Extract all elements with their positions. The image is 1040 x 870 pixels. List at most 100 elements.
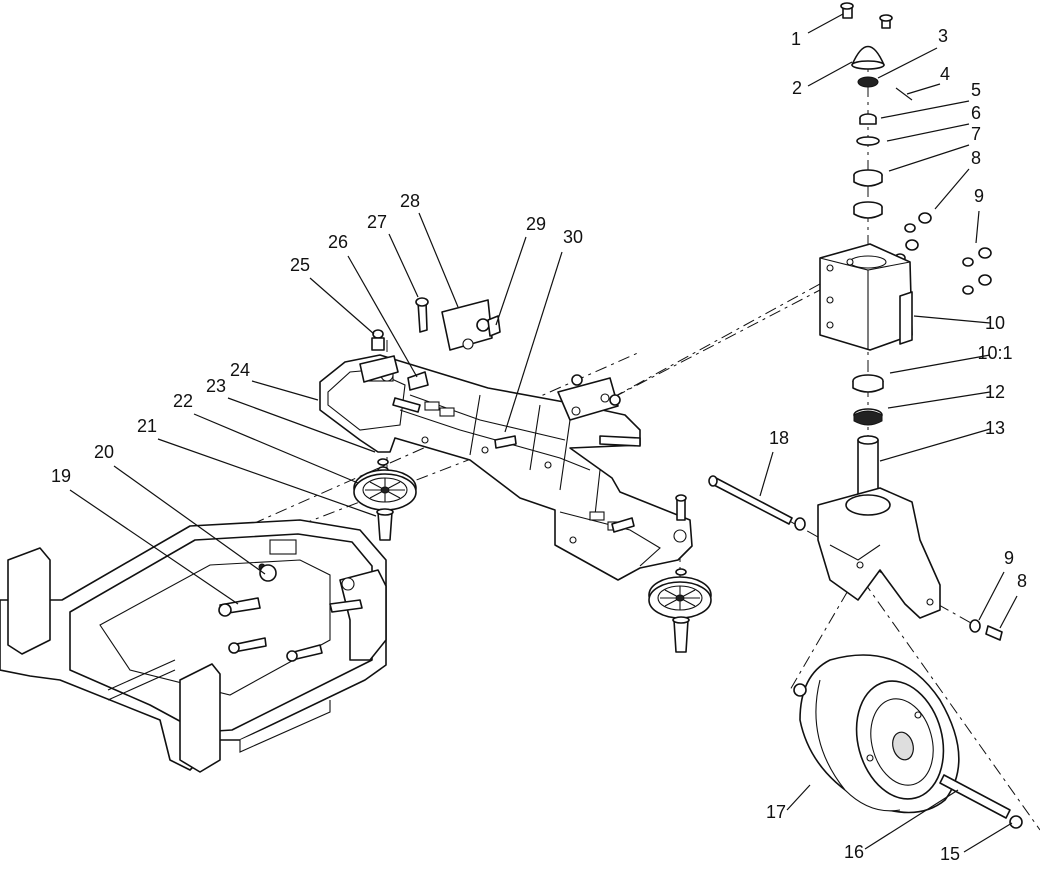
callout-6: 6 <box>886 103 981 142</box>
callout-leader-line <box>193 413 359 484</box>
callout-8: 8 <box>934 148 981 210</box>
callout-12: 12 <box>887 382 1005 409</box>
callout-16: 16 <box>844 789 959 862</box>
callout-1: 1 <box>791 13 844 49</box>
callout-leader-line <box>227 397 376 453</box>
caster-mount-block <box>819 243 913 351</box>
callout-27: 27 <box>367 212 419 298</box>
callout-leader-line <box>913 315 991 324</box>
callout-25: 25 <box>290 255 375 335</box>
anti-scalp-wheel-left <box>353 458 417 541</box>
callout-8: 8 <box>999 571 1027 629</box>
callout-leader-line <box>887 391 991 409</box>
callout-7: 7 <box>888 124 981 172</box>
callout-number: 12 <box>985 382 1005 402</box>
callout-5: 5 <box>880 80 981 119</box>
caster-fork <box>817 435 941 619</box>
callout-leader-line <box>963 822 1013 853</box>
callout-leader-line <box>877 47 938 79</box>
callout-number: 22 <box>173 391 193 411</box>
callout-leader-line <box>309 277 375 335</box>
callout-number: 18 <box>769 428 789 448</box>
callout-leader-line <box>495 236 527 326</box>
callout-number: 9 <box>974 186 984 206</box>
callout-10: 10 <box>913 313 1005 333</box>
callout-number: 16 <box>844 842 864 862</box>
callout-20: 20 <box>94 442 266 575</box>
callout-leader-line <box>347 255 418 378</box>
callout-number: 2 <box>792 78 802 98</box>
callout-number: 6 <box>971 103 981 123</box>
callout-17: 17 <box>766 784 811 822</box>
callout-leader-line <box>807 13 844 34</box>
callout-24: 24 <box>230 360 319 401</box>
caster-wheel-tire <box>793 654 1023 829</box>
callout-9: 9 <box>978 548 1014 621</box>
callout-number: 1 <box>791 29 801 49</box>
callout-number: 13 <box>985 418 1005 438</box>
anti-scalp-wheel-right <box>648 494 712 653</box>
mower-frame-assembly <box>0 519 387 773</box>
callout-leader-line <box>934 168 970 210</box>
callout-leader-line <box>975 210 980 244</box>
callout-number: 4 <box>940 64 950 84</box>
callout-28: 28 <box>400 191 459 308</box>
callout-number: 28 <box>400 191 420 211</box>
callout-number: 9 <box>1004 548 1014 568</box>
callout-number: 25 <box>290 255 310 275</box>
callout-4: 4 <box>906 64 950 95</box>
callout-leader-line <box>251 380 319 401</box>
callout-number: 30 <box>563 227 583 247</box>
lower-bearing-set <box>852 374 884 426</box>
callout-leader-line <box>157 438 377 517</box>
callout-leader-line <box>388 233 419 298</box>
callout-21: 21 <box>137 416 377 517</box>
callout-number: 7 <box>971 124 981 144</box>
callout-13: 13 <box>879 418 1005 462</box>
callout-leader-line <box>906 83 941 95</box>
callout-leader-line <box>880 100 970 119</box>
callout-number: 10:1 <box>977 343 1012 363</box>
callout-number: 15 <box>940 844 960 864</box>
callout-leader-line <box>69 489 239 605</box>
callout-2: 2 <box>792 61 853 98</box>
callout-leader-line <box>889 354 991 374</box>
axle-bolt-hardware <box>708 475 1003 641</box>
callout-leader-line <box>864 789 959 850</box>
callout-number: 17 <box>766 802 786 822</box>
callout-number: 8 <box>1017 571 1027 591</box>
callout-leader-line <box>504 251 563 433</box>
callout-leader-line <box>879 428 991 462</box>
callout-number: 10 <box>985 313 1005 333</box>
callout-leader-line <box>999 595 1018 629</box>
callout-leader-line <box>978 571 1005 621</box>
callout-leader-line <box>807 61 853 87</box>
callout-leader-line <box>888 144 970 172</box>
callout-23: 23 <box>206 376 376 453</box>
callout-29: 29 <box>495 214 546 326</box>
callout-leader-line <box>759 451 774 497</box>
callout-26: 26 <box>328 232 418 378</box>
callout-10-1: 10:1 <box>889 343 1013 374</box>
callout-18: 18 <box>759 428 789 497</box>
callout-number: 5 <box>971 80 981 100</box>
callout-leader-line <box>786 784 811 811</box>
callout-number: 3 <box>938 26 948 46</box>
callout-number: 27 <box>367 212 387 232</box>
left-bracket-hardware <box>359 297 501 391</box>
caster-spindle-stack <box>840 2 992 295</box>
callout-9: 9 <box>974 186 984 244</box>
callout-number: 24 <box>230 360 250 380</box>
callout-30: 30 <box>504 227 583 433</box>
callout-number: 19 <box>51 466 71 486</box>
callout-number: 26 <box>328 232 348 252</box>
callout-number: 29 <box>526 214 546 234</box>
callout-number: 23 <box>206 376 226 396</box>
callout-number: 8 <box>971 148 981 168</box>
callout-leader-line <box>418 212 459 308</box>
callout-15: 15 <box>940 822 1013 864</box>
callout-number: 21 <box>137 416 157 436</box>
